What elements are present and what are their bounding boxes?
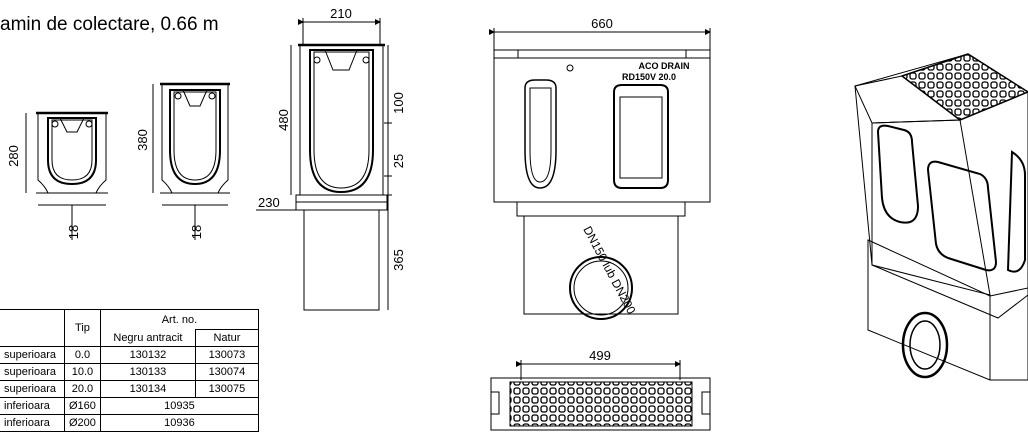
col-tip: Tip: [64, 309, 101, 347]
col-natur: Natur: [194, 329, 259, 347]
table-row: inferioara Ø200 10936: [0, 414, 259, 432]
table-row: superioara 0.0 130132 130073: [0, 346, 259, 364]
dim-25: 25: [391, 154, 406, 168]
dim-18-a: 18: [66, 225, 81, 239]
dim-18-b: 18: [189, 225, 204, 239]
col-artno: Art. no.: [99, 309, 259, 330]
dim-210: 210: [330, 6, 352, 21]
drawing-title: amin de colectare, 0.66 m: [0, 14, 219, 35]
table-row: inferioara Ø160 10935: [0, 397, 259, 415]
section-view-480: [256, 18, 392, 311]
grate-brand-text: ACO DRAIN: [639, 61, 690, 71]
section-view-280: [25, 111, 108, 240]
article-table: Tip Art. no. Negru antracit Natur superi…: [0, 309, 259, 432]
dim-480: 480: [276, 109, 291, 131]
dim-230: 230: [258, 195, 280, 210]
col-negru: Negru antracit: [99, 329, 196, 347]
isometric-view: [854, 53, 1028, 381]
front-view: [489, 28, 711, 320]
grate-model-text: RD150V 20.0: [622, 72, 676, 82]
dim-660: 660: [591, 16, 613, 31]
top-view: [490, 360, 711, 431]
dim-380: 380: [135, 129, 150, 151]
section-view-380: [152, 82, 230, 240]
dim-100: 100: [391, 92, 406, 114]
pipe-label: DN150 lub DN200: [580, 224, 638, 317]
dim-365: 365: [391, 249, 406, 271]
dim-499: 499: [589, 348, 611, 363]
dim-280: 280: [6, 145, 21, 167]
table-row: superioara 20.0 130134 130075: [0, 380, 259, 398]
table-row: superioara 10.0 130133 130074: [0, 363, 259, 381]
